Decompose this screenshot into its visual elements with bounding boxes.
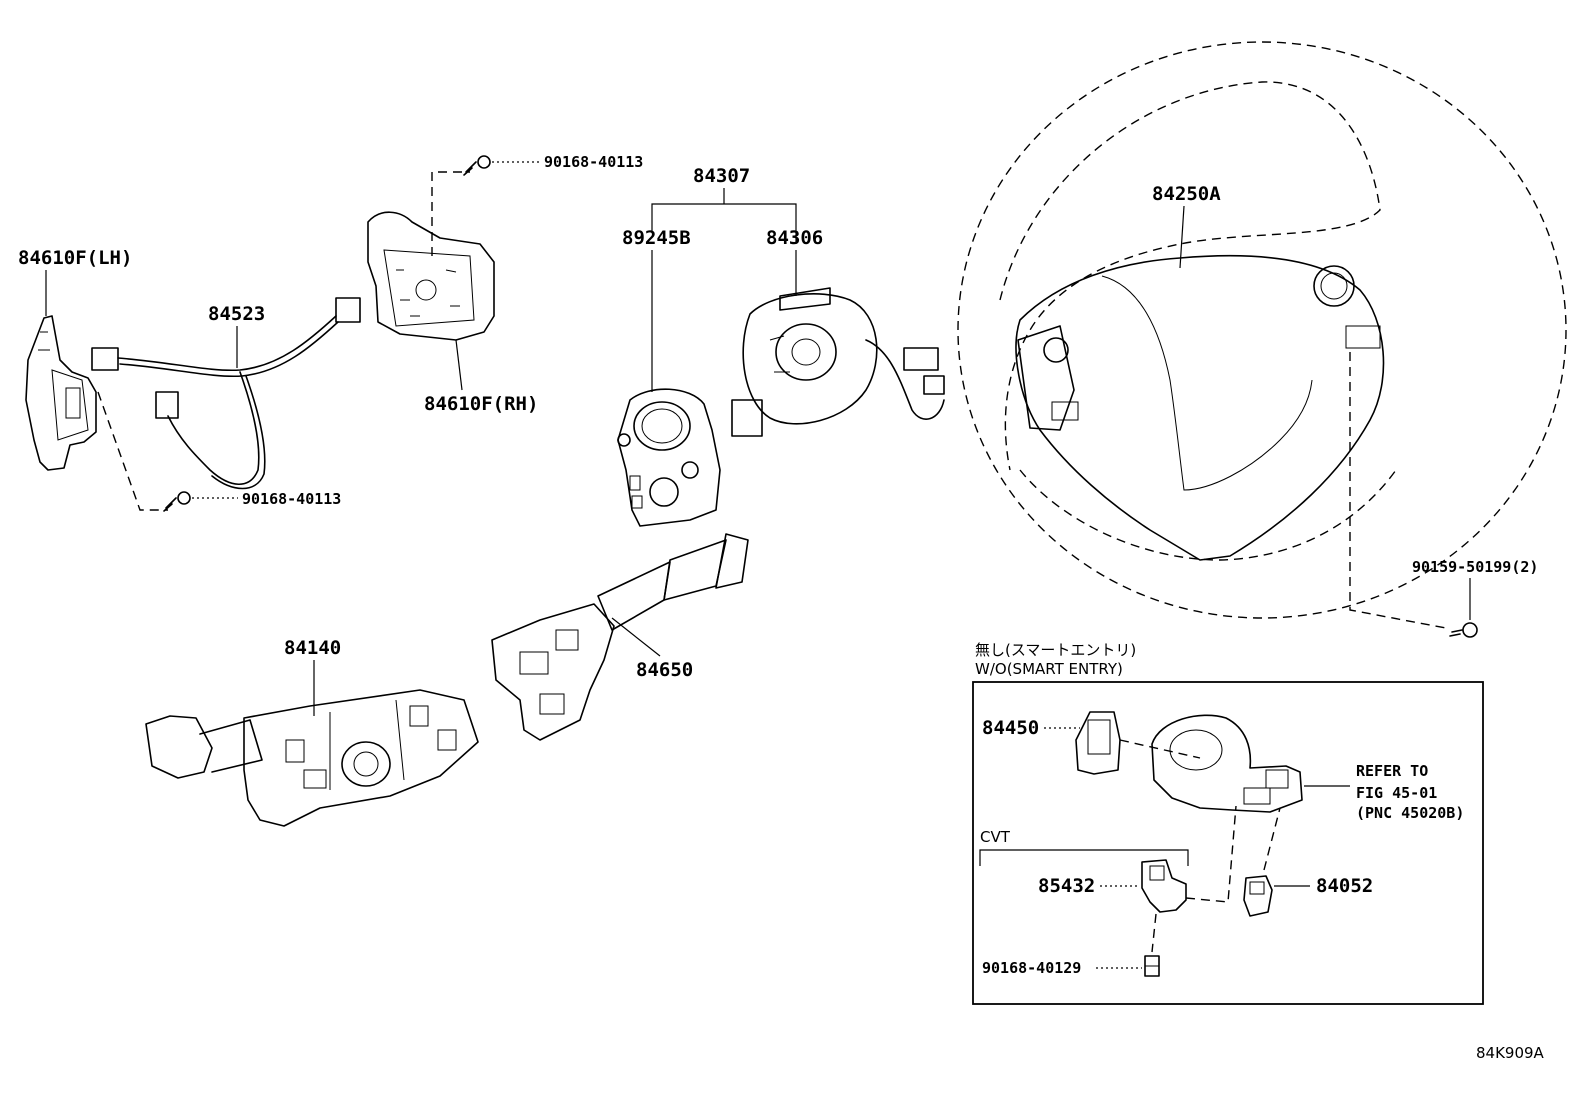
dashed-85432-screw — [1151, 913, 1157, 953]
steering-angle-sensor[interactable] — [617, 388, 721, 527]
label-84250a: 84250A — [1152, 183, 1221, 205]
label-84052: 84052 — [1316, 875, 1373, 897]
steering-wheel[interactable] — [957, 41, 1567, 619]
leader-84610f-rh — [455, 339, 463, 391]
dashed-84450 — [1119, 739, 1201, 759]
inset-title-jp: 無し(スマートエントリ) — [975, 641, 1136, 659]
spiral-cable[interactable] — [731, 287, 945, 437]
paddle-switch-lh[interactable] — [25, 315, 97, 471]
label-85432: 85432 — [1038, 875, 1095, 897]
label-cvt: CVT — [980, 828, 1011, 846]
bracket-cvt — [979, 849, 1189, 866]
screw-90168-40113-bottom[interactable] — [163, 491, 191, 512]
refer-line-2: FIG 45-01 — [1356, 784, 1437, 802]
label-84610f-lh: 84610F(LH) — [18, 247, 132, 269]
dashed-85432 — [1185, 805, 1237, 903]
refer-line-1: REFER TO — [1356, 762, 1428, 780]
label-90168-40129: 90168-40129 — [982, 959, 1081, 977]
dashed-guide-lh — [97, 391, 168, 511]
dashed-84052 — [1263, 807, 1281, 871]
ignition-switch[interactable] — [1151, 714, 1303, 813]
dashed-guide-rh — [431, 171, 470, 256]
steering-wheel-pad[interactable] — [1015, 254, 1385, 561]
screw-90168-40129[interactable] — [1144, 955, 1160, 977]
diagram-id: 84K909A — [1476, 1044, 1545, 1062]
leader-84250a — [1179, 205, 1185, 269]
label-90168-40113-top: 90168-40113 — [544, 153, 643, 171]
label-89245b: 89245B — [622, 227, 691, 249]
label-84307: 84307 — [693, 165, 750, 187]
label-84450: 84450 — [982, 717, 1039, 739]
label-84523: 84523 — [208, 303, 265, 325]
turn-signal-switch[interactable] — [145, 689, 479, 827]
inset-box — [972, 681, 1484, 1005]
part-84052[interactable] — [1243, 875, 1273, 917]
part-85432[interactable] — [1141, 859, 1187, 913]
label-84306: 84306 — [766, 227, 823, 249]
label-90159-50199: 90159-50199(2) — [1412, 558, 1538, 576]
paddle-switch-rh[interactable] — [367, 211, 495, 341]
leader-84650 — [611, 617, 661, 657]
label-84610f-rh: 84610F(RH) — [424, 393, 538, 415]
screw-90168-40113-top[interactable] — [463, 155, 491, 176]
wiper-switch[interactable] — [491, 533, 749, 741]
inset-title-en: W/O(SMART ENTRY) — [975, 660, 1123, 678]
part-84450[interactable] — [1075, 711, 1121, 775]
label-84650: 84650 — [636, 659, 693, 681]
label-84140: 84140 — [284, 637, 341, 659]
dashed-guide-wheel — [1349, 352, 1447, 629]
refer-line-3: (PNC 45020B) — [1356, 804, 1464, 822]
label-90168-40113-bottom: 90168-40113 — [242, 490, 341, 508]
wire-harness[interactable] — [91, 297, 361, 490]
screw-90159-50199[interactable] — [1449, 622, 1478, 638]
